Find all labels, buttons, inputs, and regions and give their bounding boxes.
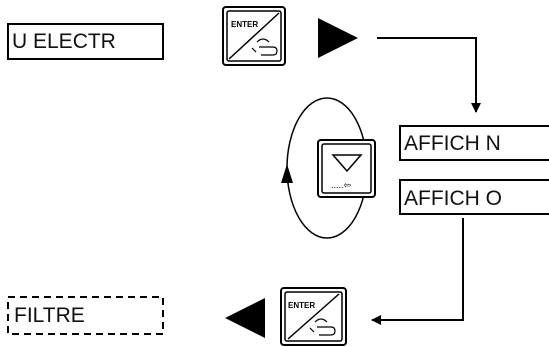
pressing-hand-icon bbox=[309, 318, 336, 336]
enter-key-top-label: ENTER bbox=[231, 20, 258, 29]
connector-top-to-options bbox=[377, 37, 481, 113]
down-arrow-key[interactable]: .....⇦ bbox=[317, 139, 376, 198]
down-triangle-icon bbox=[331, 154, 363, 173]
display-affich-n-label: AFFICH N bbox=[404, 132, 501, 155]
enter-key-bottom[interactable]: ENTER bbox=[280, 287, 347, 346]
display-affich-o-label: AFFICH O bbox=[404, 187, 502, 210]
display-u-electr-label: U ELECTR bbox=[12, 30, 116, 53]
left-triangle-arrow bbox=[225, 298, 265, 338]
display-affich-n: AFFICH N bbox=[399, 125, 549, 161]
scroll-hint-label: .....⇦ bbox=[331, 180, 352, 190]
enter-key-top[interactable]: ENTER bbox=[222, 6, 286, 66]
display-affich-o: AFFICH O bbox=[399, 179, 549, 215]
display-filtre: FILTRE bbox=[7, 296, 164, 335]
enter-key-bottom-label: ENTER bbox=[288, 301, 315, 310]
connector-options-to-bottom bbox=[371, 218, 464, 325]
display-u-electr: U ELECTR bbox=[7, 23, 164, 60]
right-triangle-arrow bbox=[318, 18, 358, 58]
display-filtre-label: FILTRE bbox=[14, 304, 85, 327]
pressing-hand-icon bbox=[251, 38, 278, 56]
